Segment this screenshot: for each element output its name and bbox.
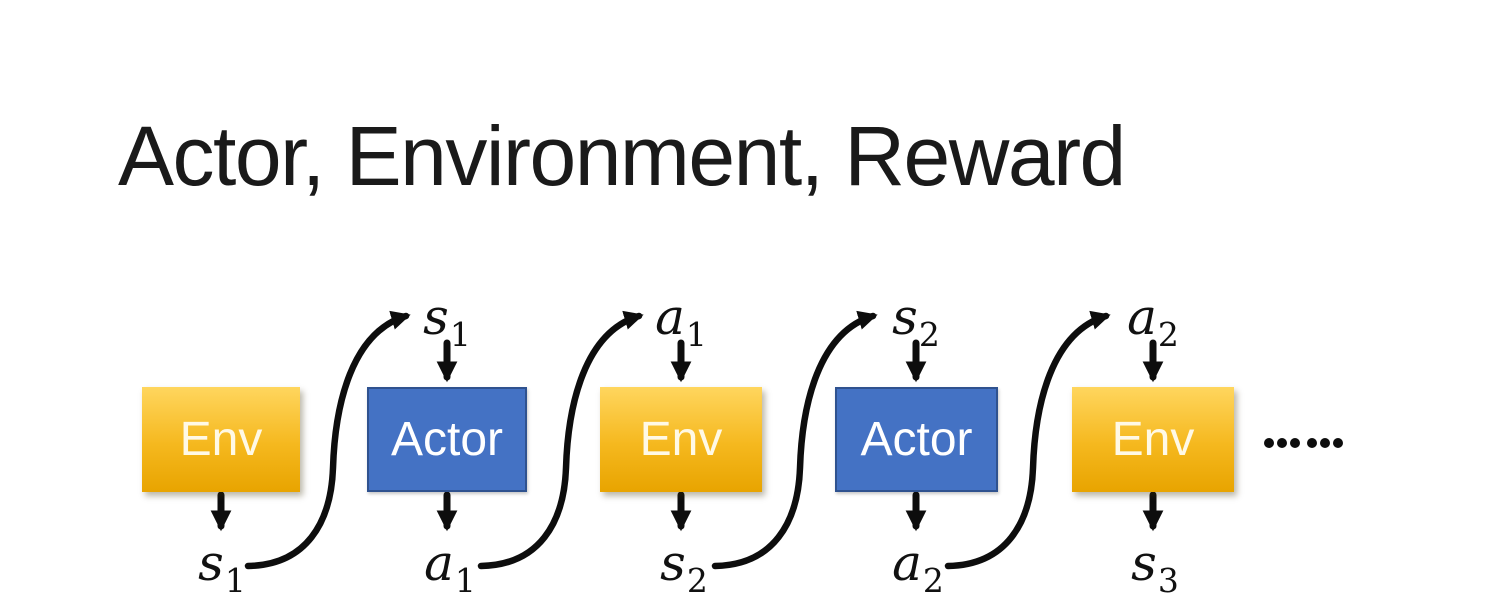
- bottom-label-s2-sub: 2: [686, 561, 708, 600]
- bottom-label-a1-main: a: [424, 534, 454, 592]
- ellipsis-dot: [1290, 438, 1300, 448]
- top-label-a1-sub: 1: [685, 315, 707, 354]
- actor-box-2: Actor: [835, 387, 998, 492]
- actor-box-2-label: Actor: [860, 413, 973, 466]
- top-label-s2-main: s: [892, 288, 918, 346]
- ellipsis-dot: [1307, 438, 1317, 448]
- top-label-a2: a2: [1127, 292, 1179, 351]
- bottom-label-s1: s1: [198, 538, 246, 597]
- top-label-a1: a1: [655, 292, 707, 351]
- bottom-label-s1-main: s: [198, 534, 224, 592]
- top-label-s2-sub: 2: [918, 315, 940, 354]
- bottom-label-s3: s3: [1131, 538, 1179, 597]
- top-label-s2: s2: [892, 292, 940, 351]
- env-box-2: Env: [600, 387, 762, 492]
- top-label-a1-main: a: [655, 288, 685, 346]
- ellipsis-dot: [1264, 438, 1274, 448]
- bottom-label-s3-sub: 3: [1157, 561, 1179, 600]
- env-box-2-label: Env: [639, 413, 723, 466]
- env-box-3-label: Env: [1111, 413, 1195, 466]
- ellipsis-dot: [1333, 438, 1343, 448]
- actor-box-1-label: Actor: [390, 413, 504, 466]
- top-label-s1: s1: [423, 292, 471, 351]
- bottom-label-a1: a1: [424, 538, 476, 597]
- bottom-label-s1-sub: 1: [224, 561, 246, 600]
- bottom-label-a1-sub: 1: [454, 561, 476, 600]
- page-title: Actor, Environment, Reward: [118, 109, 1126, 203]
- env-box-3: Env: [1072, 387, 1234, 492]
- bottom-label-s2: s2: [660, 538, 708, 597]
- ellipsis-dot: [1320, 438, 1330, 448]
- bottom-label-s2-main: s: [660, 534, 686, 592]
- top-label-s1-sub: 1: [449, 315, 471, 354]
- top-label-a2-sub: 2: [1157, 315, 1179, 354]
- top-label-a2-main: a: [1127, 288, 1157, 346]
- bottom-label-a2: a2: [892, 538, 944, 597]
- env-box-1: Env: [142, 387, 300, 492]
- bottom-label-a2-main: a: [892, 534, 922, 592]
- env-box-1-label: Env: [179, 413, 263, 466]
- top-label-s1-main: s: [423, 288, 449, 346]
- bottom-label-s3-main: s: [1131, 534, 1157, 592]
- actor-box-1: Actor: [367, 387, 527, 492]
- bottom-label-a2-sub: 2: [922, 561, 944, 600]
- ellipsis-dot: [1277, 438, 1287, 448]
- ellipsis-dots: [1264, 438, 1346, 448]
